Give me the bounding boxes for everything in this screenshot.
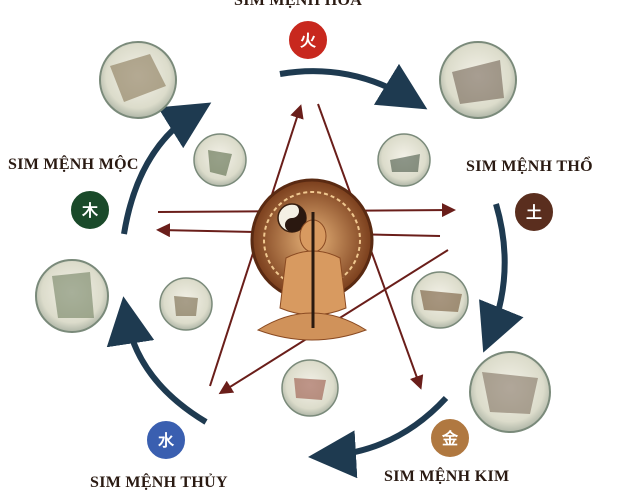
badge-moc: 木 xyxy=(70,190,110,230)
label-sim-menh-tho: SIM MỆNH THỔ xyxy=(466,158,593,176)
label-sim-menh-kim: SIM MỆNH KIM xyxy=(384,468,509,486)
badge-glyph-kim: 金 xyxy=(441,429,459,448)
cycle-arrow-kim-thuy xyxy=(326,398,446,456)
badge-hoa: 火 xyxy=(288,20,328,60)
badge-tho: 土 xyxy=(514,192,554,232)
cycle-arrow-tho-kim xyxy=(490,204,505,336)
label-sim-menh-moc: SIM MỆNH MỘC xyxy=(8,156,139,174)
badge-glyph-tho: 土 xyxy=(526,203,542,222)
badge-glyph-moc: 木 xyxy=(81,201,99,220)
badge-glyph-thuy: 水 xyxy=(158,431,175,450)
cycle-arrow-hoa-tho xyxy=(280,71,412,100)
meditating-figure-illustration xyxy=(252,180,372,340)
badge-glyph-hoa: 火 xyxy=(300,31,317,50)
label-sim-menh-thuy: SIM MỆNH THỦY xyxy=(90,474,228,492)
label-sim-menh-hoa: SIM MỆNH HỎA xyxy=(234,0,362,10)
badge-thuy: 水 xyxy=(146,420,186,460)
cycle-arrow-thuy-moc xyxy=(126,314,206,422)
badge-kim: 金 xyxy=(430,418,470,458)
